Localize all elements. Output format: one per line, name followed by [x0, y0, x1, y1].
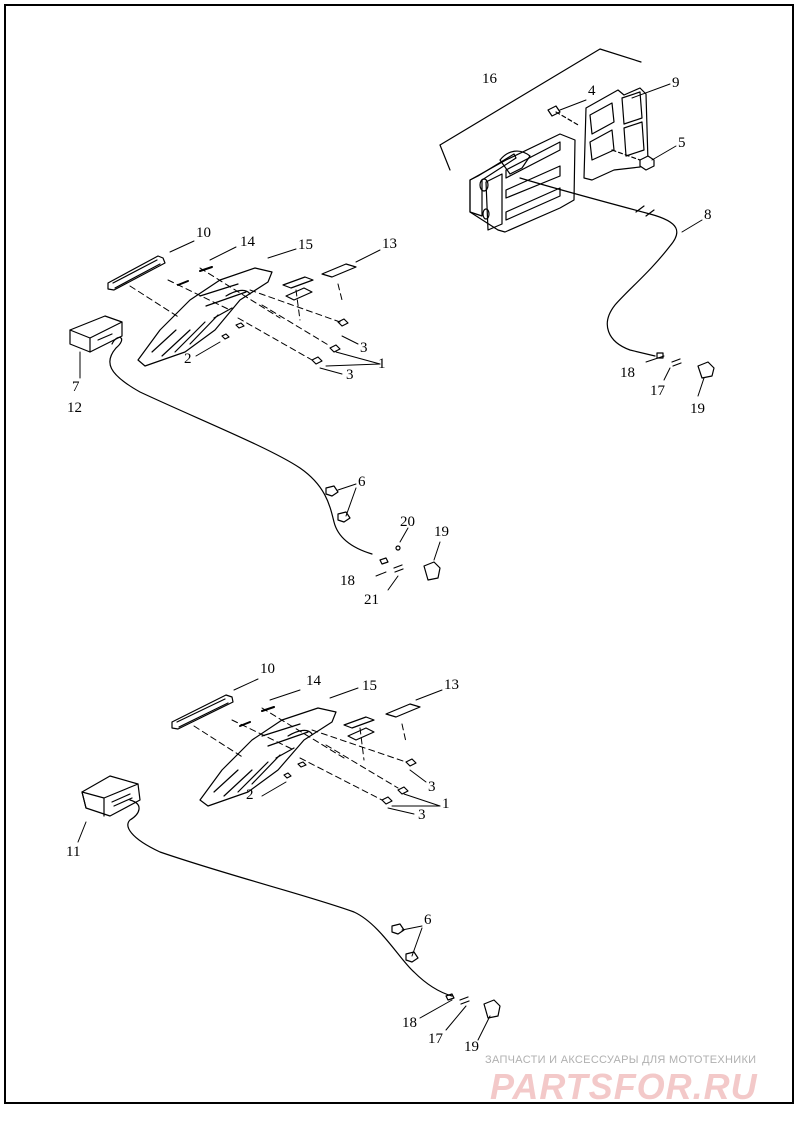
callout-18: 18 — [620, 365, 635, 381]
callout-3: 3 — [346, 367, 354, 383]
callout-5: 5 — [678, 135, 686, 151]
leader-lines-upper — [79, 240, 441, 591]
callout-8: 8 — [704, 207, 712, 223]
callout-14: 14 — [306, 673, 321, 689]
callout-2: 2 — [184, 351, 192, 367]
lamp-assembly-upper — [69, 255, 441, 581]
callout-1: 1 — [442, 796, 450, 812]
watermark-logo: PARTSFOR.RU — [490, 1066, 758, 1107]
callout-15: 15 — [362, 678, 377, 694]
callout-17: 17 — [428, 1031, 443, 1047]
callout-4: 4 — [588, 83, 596, 99]
callout-17: 17 — [650, 383, 665, 399]
callout-10: 10 — [260, 661, 275, 677]
leader-lines-lower — [77, 678, 491, 1041]
diagram-frame — [4, 4, 794, 1104]
callout-7: 7 — [72, 379, 80, 395]
leader-lines-top-right — [559, 83, 705, 397]
callout-10: 10 — [196, 225, 211, 241]
callout-18: 18 — [402, 1015, 417, 1031]
callout-18: 18 — [340, 573, 355, 589]
callout-11: 11 — [66, 844, 81, 860]
callout-15: 15 — [298, 237, 313, 253]
callout-14: 14 — [240, 234, 255, 250]
callout-19: 19 — [434, 524, 449, 540]
callout-3: 3 — [428, 779, 436, 795]
callout-19: 19 — [464, 1039, 479, 1055]
callout-12: 12 — [67, 400, 82, 416]
lamp-assembly-lower — [81, 694, 501, 1019]
callout-21: 21 — [364, 592, 379, 608]
callout-16: 16 — [482, 71, 497, 87]
callout-3: 3 — [360, 340, 368, 356]
callout-13: 13 — [382, 236, 397, 252]
callout-1: 1 — [378, 356, 386, 372]
callout-3: 3 — [418, 807, 426, 823]
callout-6: 6 — [424, 912, 432, 928]
callout-6: 6 — [358, 474, 366, 490]
watermark-tagline: ЗАПЧАСТИ И АКСЕССУАРЫ ДЛЯ МОТОТЕХНИКИ — [485, 1054, 757, 1066]
bracket-assembly — [439, 48, 715, 379]
callout-13: 13 — [444, 677, 459, 693]
callout-20: 20 — [400, 514, 415, 530]
callout-2: 2 — [246, 787, 254, 803]
callout-19: 19 — [690, 401, 705, 417]
callout-9: 9 — [672, 75, 680, 91]
